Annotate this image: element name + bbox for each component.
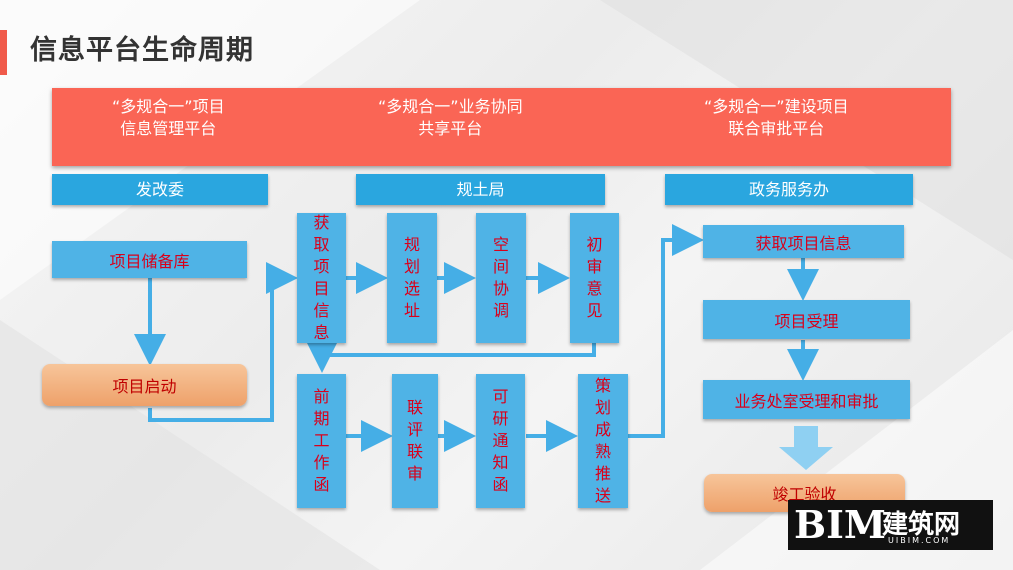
down-arrow-icon (779, 426, 833, 470)
box-joint-review: 联评联审 (392, 374, 438, 508)
box-preliminary-letter: 前期工作函 (297, 374, 346, 508)
box-department-review: 业务处室受理和审批 (703, 380, 910, 419)
logo-url-text: UIBIM.COM (888, 536, 951, 545)
banner-platform-3: “多规合一”建设项目 联合审批平台 (704, 97, 849, 138)
box-preliminary-review: 初审意见 (570, 213, 619, 343)
title-accent-bar (0, 30, 7, 75)
bim-logo: BIM 建筑网 UIBIM.COM (788, 500, 993, 550)
box-spatial-coordination: 空间协调 (476, 213, 526, 343)
box-feasibility-notice: 可研通知函 (476, 374, 525, 508)
banner-platform-2: “多规合一”业务协同 共享平台 (378, 97, 523, 138)
box-planning-site: 规划选址 (387, 213, 437, 343)
page-title: 信息平台生命周期 (30, 35, 254, 66)
logo-bim-text: BIM (794, 502, 886, 547)
box-project-reserve: 项目储备库 (52, 241, 247, 278)
box-right-get-info: 获取项目信息 (703, 225, 904, 258)
dept-service: 政务服务办 (665, 174, 913, 205)
dept-ndrc: 发改委 (52, 174, 268, 205)
banner-platform-1: “多规合一”项目 信息管理平台 (112, 97, 225, 138)
dept-planning: 规土局 (356, 174, 605, 205)
box-get-project-info: 获取项目信息 (297, 213, 346, 343)
box-project-start: 项目启动 (42, 364, 247, 406)
box-project-accept: 项目受理 (703, 300, 910, 339)
logo-cn-text: 建筑网 (882, 510, 961, 540)
platform-banner: “多规合一”项目 信息管理平台 “多规合一”业务协同 共享平台 “多规合一”建设… (52, 88, 951, 166)
box-planning-push: 策划成熟推送 (578, 374, 628, 508)
